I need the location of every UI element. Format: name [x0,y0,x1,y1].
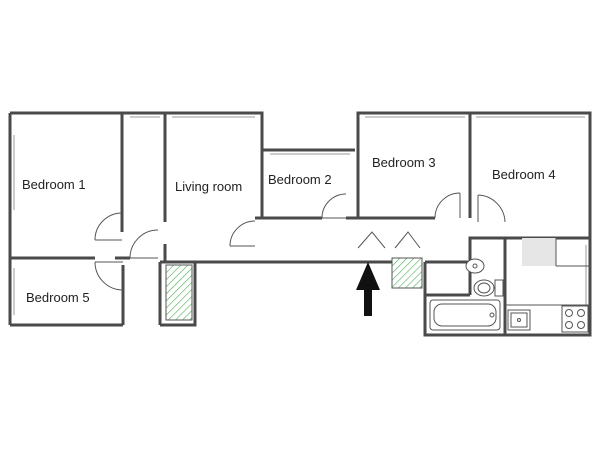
closet-hatched-entry [391,257,423,289]
sink-icon [465,258,485,274]
room-label-bedroom3: Bedroom 3 [372,155,436,170]
stove-icon [561,305,589,333]
room-label-bedroom5: Bedroom 5 [26,290,90,305]
bathtub-icon [429,299,501,331]
entrance-arrow-icon [356,262,380,316]
doors [94,192,506,291]
kitchen-sink-icon [507,309,531,331]
room-label-living-room: Living room [175,179,242,194]
room-label-bedroom4: Bedroom 4 [492,167,556,182]
room-label-bedroom2: Bedroom 2 [268,172,332,187]
closet-hatched [165,264,193,321]
toilet-icon [473,279,504,297]
closets [165,257,423,321]
room-label-bedroom1: Bedroom 1 [22,177,86,192]
kitchen-counter [505,238,590,306]
inner-walls [10,113,590,335]
outer-walls [8,111,592,337]
